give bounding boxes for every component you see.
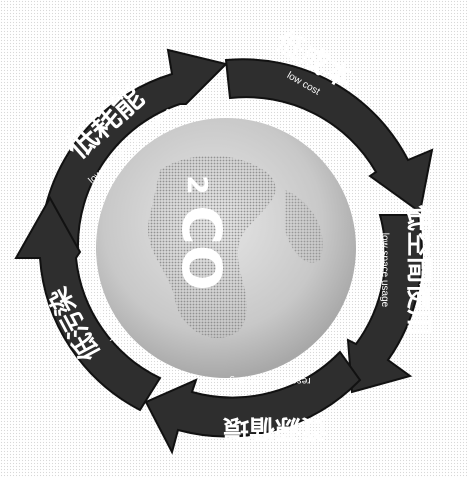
globe: CO 2 (96, 118, 356, 378)
subtitle-low-space: low space usage (379, 233, 390, 308)
label-resource-recycling: 資源循環 resource recycling (222, 375, 327, 443)
co2-label: CO (170, 205, 233, 291)
subtitle-resource-recycling: resource recycling (229, 375, 310, 386)
title-resource-recycling: 資源循環 (222, 413, 327, 443)
segment-low-energy (38, 48, 228, 251)
ring (14, 48, 434, 455)
segment-low-pollution (14, 195, 162, 412)
segment-resource-recycling (144, 350, 362, 455)
co2-subscript: 2 (181, 175, 214, 194)
segment-low-cost (224, 58, 434, 214)
label-low-space: 低空間使用 low space usage (379, 204, 434, 335)
title-low-space: 低空間使用 (403, 204, 434, 335)
